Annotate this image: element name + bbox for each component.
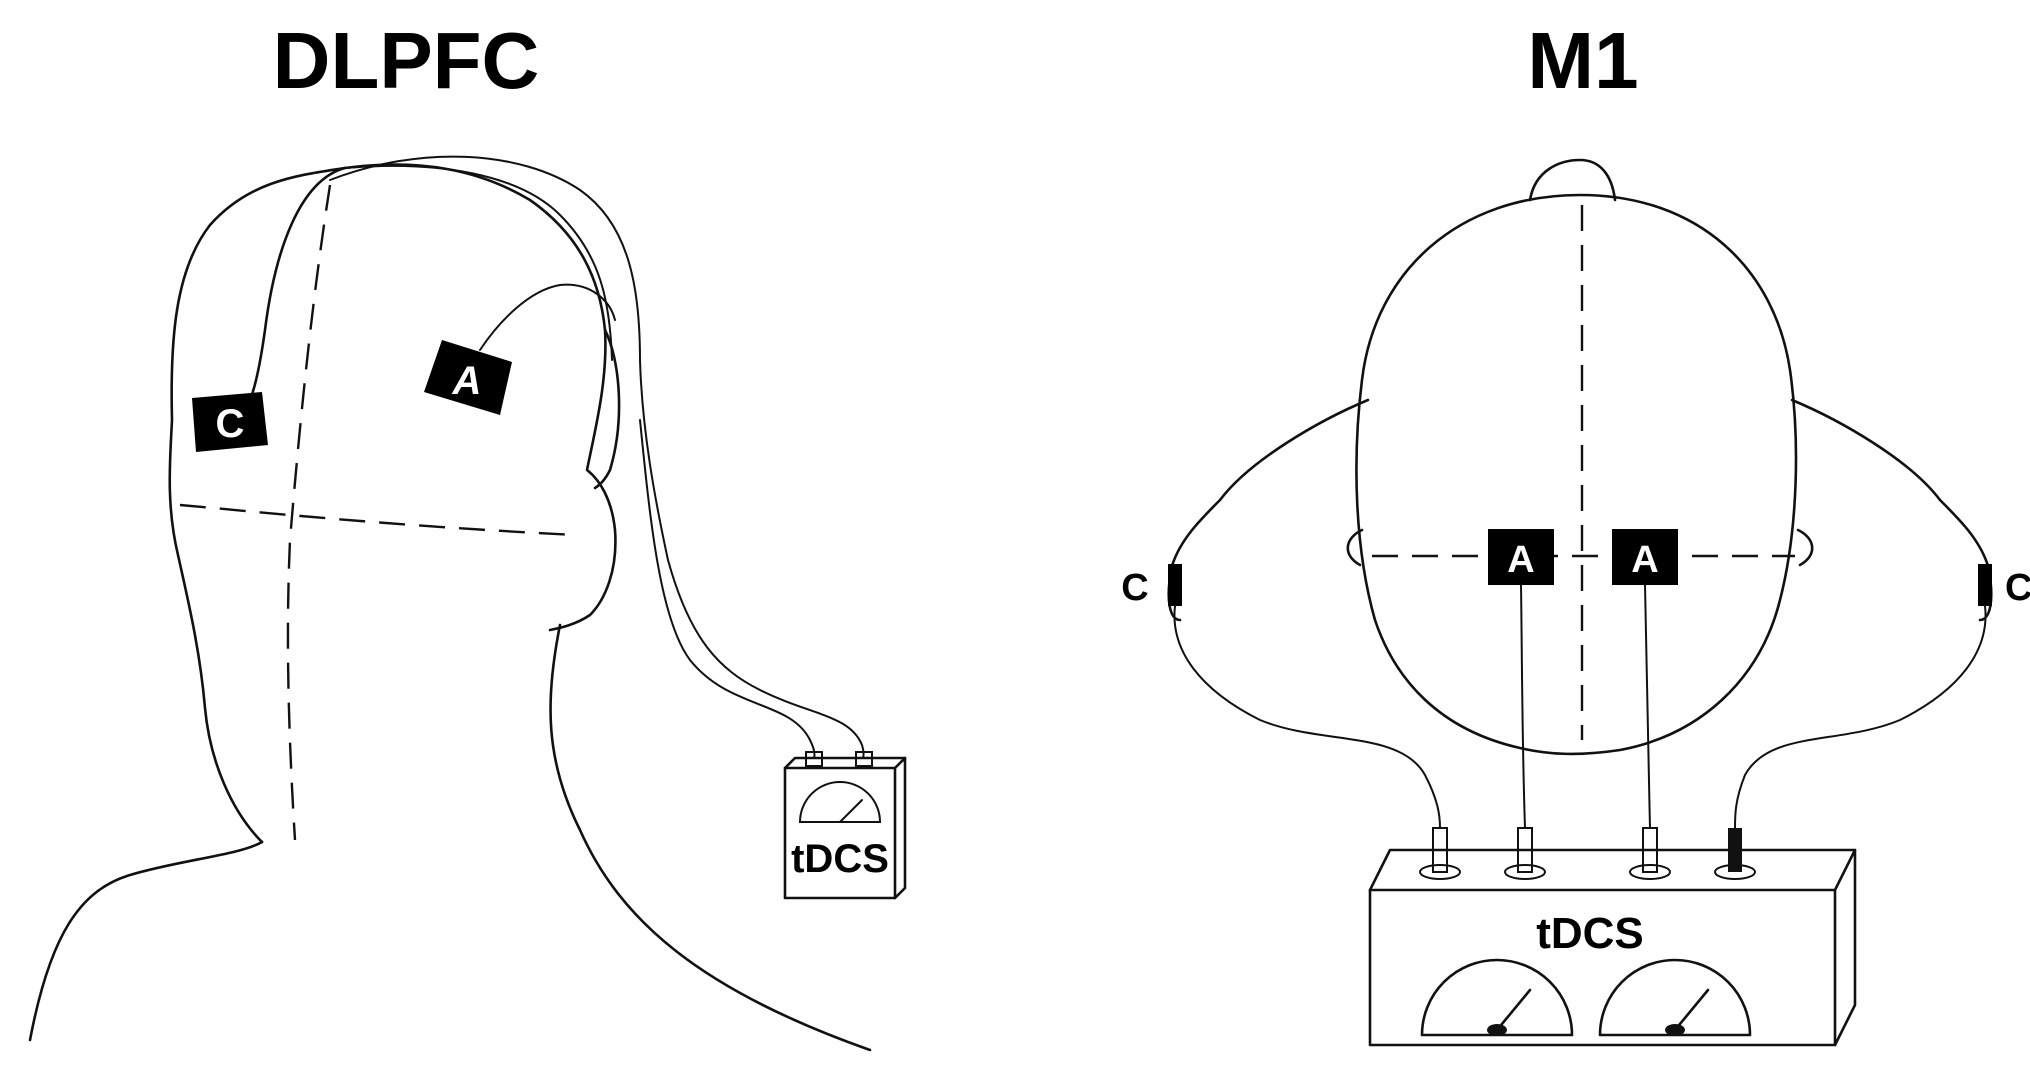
device-label: tDCS: [1536, 909, 1644, 958]
cathode-left-pad: [1168, 564, 1182, 606]
cathode-left-label: C: [1121, 567, 1148, 609]
device-meter-needle: [839, 799, 863, 823]
anode-pad: [424, 340, 512, 415]
anode-right-electrode: A: [1612, 529, 1678, 585]
device-top-edge: [783, 756, 907, 770]
head-strap-top: [248, 166, 347, 402]
cathode-right-electrode: C: [1978, 564, 2030, 609]
device-cable-2: [667, 559, 865, 759]
anode-left-electrode: A: [1488, 529, 1554, 585]
horizontal-midline: [179, 503, 576, 537]
device-terminal-2: [1504, 827, 1546, 880]
tdcs-device-small: tDCS: [783, 751, 907, 900]
right-ear: [1796, 528, 1814, 567]
vertical-midline: [286, 184, 332, 841]
anode-right-pad: [1612, 529, 1678, 585]
wire-anode-right: [1644, 584, 1651, 829]
device-label: tDCS: [791, 837, 889, 881]
dlpfc-title: DLPFC: [273, 16, 540, 105]
left-strap-loop: [1167, 398, 1370, 622]
anode-left-label: A: [1507, 539, 1534, 581]
cathode-right-pad: [1978, 564, 1992, 606]
anode-left-pad: [1488, 529, 1554, 585]
m1-title: M1: [1527, 16, 1638, 105]
device-terminal-2: [855, 751, 873, 767]
wire-cathode-right: [1734, 605, 1987, 829]
head-outline: [168, 163, 617, 844]
device-terminal-4: [1714, 828, 1756, 880]
neck-back-outline: [549, 623, 872, 1052]
cathode-pad: [192, 392, 268, 452]
wire-cathode-left: [1173, 605, 1441, 829]
nose-outline: [1528, 158, 1617, 202]
device-terminal-1: [805, 751, 823, 767]
anode-wire: [479, 283, 616, 351]
device-meter-left: [1420, 958, 1574, 1037]
device-meter-right: [1598, 958, 1752, 1037]
device-side: [1833, 848, 1857, 1047]
anode-right-label: A: [1631, 539, 1658, 581]
device-top: [1368, 848, 1857, 892]
head-strap-loop-2: [344, 164, 613, 361]
device-terminal-3: [1629, 827, 1671, 880]
device-terminal-1: [1419, 827, 1461, 880]
cathode-left-electrode: C: [1121, 564, 1182, 609]
cathode-label: C: [216, 402, 245, 446]
cathode-electrode: C: [192, 392, 268, 452]
head-top-outline: [1355, 193, 1798, 756]
ear-outline: [593, 328, 621, 490]
anode-electrode: A: [424, 340, 512, 415]
m1-panel: M1 C C A A: [1121, 16, 2030, 1047]
left-ear: [1346, 528, 1364, 567]
tdcs-device-large: tDCS: [1368, 827, 1857, 1047]
wire-anode-left: [1520, 584, 1526, 829]
right-strap-loop: [1790, 398, 1993, 622]
dlpfc-panel: DLPFC C A: [28, 16, 907, 1052]
cathode-right-label: C: [2005, 567, 2030, 609]
head-strap-loop: [329, 155, 669, 561]
shoulder-outline: [28, 840, 264, 1042]
device-cable-1: [639, 419, 816, 759]
anode-label: A: [452, 359, 482, 403]
device-meter: [798, 781, 882, 823]
